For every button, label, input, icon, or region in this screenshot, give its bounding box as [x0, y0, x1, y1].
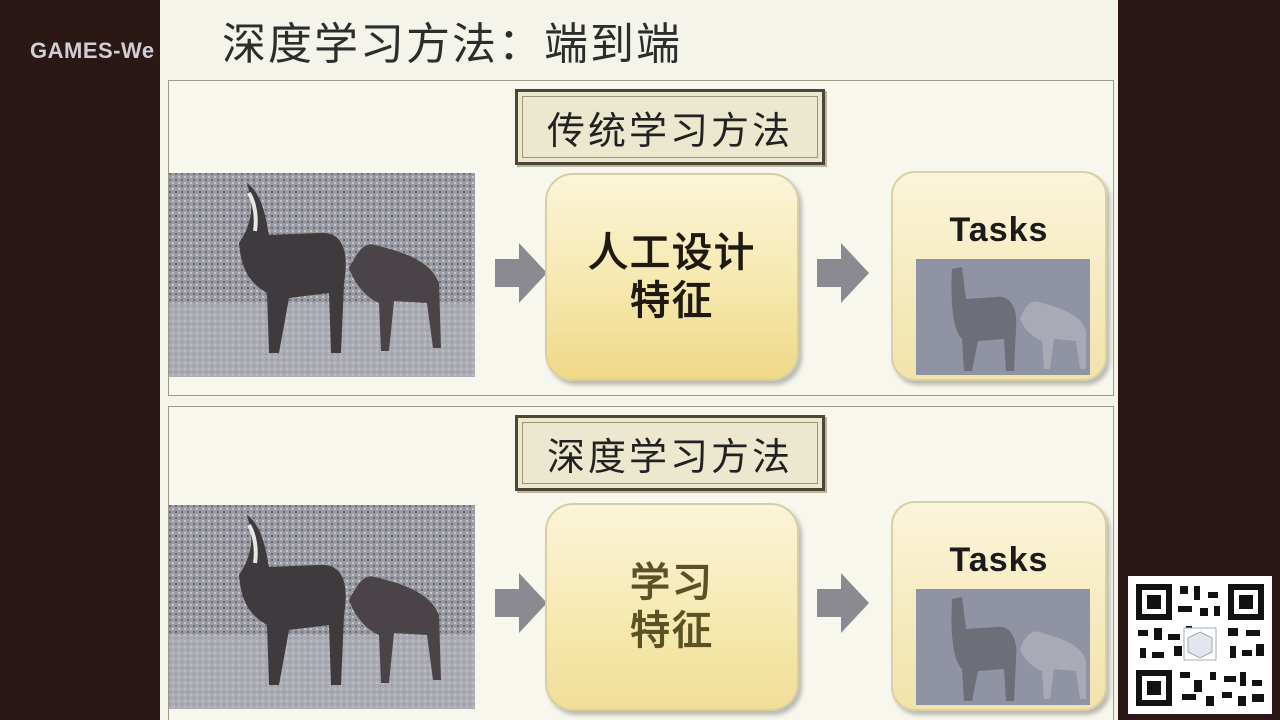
tasks-label: Tasks — [949, 211, 1049, 249]
panel-label: 传统学习方法 — [546, 108, 793, 153]
feature-line: 特征 — [630, 278, 714, 324]
panel-label: 深度学习方法 — [546, 434, 793, 479]
tasks-box: Tasks — [891, 501, 1107, 711]
right-arrow-icon — [817, 573, 869, 633]
horse-photo — [169, 505, 475, 709]
segmentation-image — [916, 259, 1090, 375]
feature-line: 人工设计 — [588, 230, 756, 276]
right-arrow-icon — [495, 573, 547, 633]
panel-label-box: 深度学习方法 — [515, 415, 825, 491]
qr-code — [1128, 576, 1272, 714]
traditional-method-panel: 传统学习方法 人工设计 — [168, 80, 1114, 396]
slide-title: 深度学习方法：端到端 — [222, 19, 682, 70]
feature-line: 学习 — [630, 560, 714, 606]
right-arrow-icon — [495, 243, 547, 303]
slide: 深度学习方法：端到端 传统学习方法 — [160, 0, 1118, 720]
deep-learning-method-panel: 深度学习方法 学习 — [168, 406, 1114, 720]
learned-feature-box: 学习 特征 — [545, 503, 799, 711]
tasks-label: Tasks — [949, 541, 1049, 579]
segmentation-image — [916, 589, 1090, 705]
feature-line: 特征 — [630, 608, 714, 654]
tasks-box: Tasks — [891, 171, 1107, 381]
watermark-text: GAMES-We — [30, 38, 155, 63]
panel-label-box: 传统学习方法 — [515, 89, 825, 165]
horse-photo — [169, 173, 475, 377]
handcrafted-feature-box: 人工设计 特征 — [545, 173, 799, 381]
right-arrow-icon — [817, 243, 869, 303]
